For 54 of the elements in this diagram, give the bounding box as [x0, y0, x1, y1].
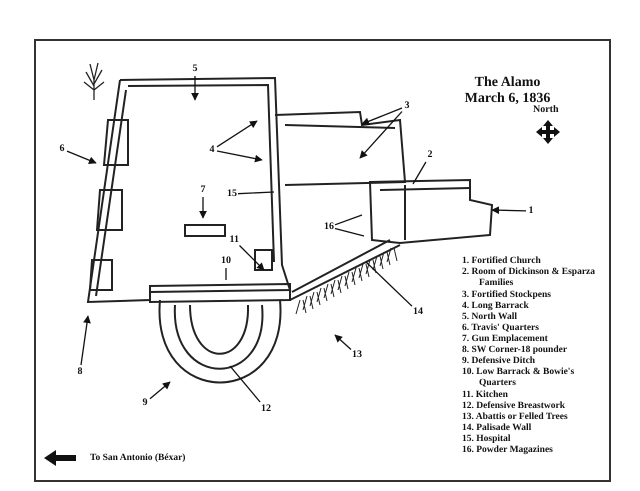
leader-line — [150, 382, 171, 400]
callout-number: 7 — [199, 184, 207, 196]
key-entry: 14. Palisade Wall — [462, 423, 532, 434]
callout-number: 14 — [413, 306, 423, 318]
key-entry: 11. Kitchen — [462, 390, 509, 401]
leader-line — [216, 120, 258, 148]
key-entry: 4. Long Barrack — [462, 301, 530, 312]
callout-number: 8 — [76, 366, 84, 378]
callout-number: 9 — [141, 397, 149, 409]
leader-line — [361, 107, 402, 126]
callout-number: 11 — [230, 234, 239, 246]
compass-label: North — [533, 104, 559, 115]
callout-number: 5 — [191, 63, 199, 75]
key-entry: 1. Fortified Church — [462, 256, 542, 267]
direction-label: To San Antonio (Béxar) — [90, 453, 186, 463]
leader-line — [230, 366, 261, 402]
leader-line — [239, 245, 265, 271]
leader-line — [216, 150, 263, 162]
leader-line — [199, 197, 207, 219]
leader-line — [334, 228, 364, 237]
leader-line — [334, 214, 362, 226]
callout-number: 10 — [221, 255, 231, 267]
key-entry: 5. North Wall — [462, 312, 518, 324]
key-entry: 7. Gun Emplacement — [462, 334, 549, 345]
leader-line — [412, 162, 426, 184]
key-entry: 16. Powder Magazines — [462, 445, 554, 456]
key-entry: 6. Travis' Quarters — [462, 323, 540, 334]
callout-number: 6 — [58, 143, 66, 155]
key-entry: 15. Hospital — [462, 434, 512, 445]
key-entry: 3. Fortified Stockpens — [462, 290, 552, 301]
callout-number: 12 — [261, 403, 271, 415]
callout-number: 2 — [426, 149, 434, 161]
leader-line — [191, 76, 199, 101]
leader-line — [334, 334, 352, 350]
key-entry: 10. Low Barrack & Bowie's Quarters — [462, 367, 576, 390]
key-entry: 2. Room of Dickinson & Esparza Families — [462, 267, 596, 290]
leader-line — [359, 111, 402, 159]
callout-number: 15 — [227, 188, 237, 200]
callout-number: 1 — [527, 205, 535, 217]
callout-number: 16 — [324, 221, 334, 233]
leader-line — [80, 315, 91, 366]
callout-number: 3 — [403, 100, 411, 112]
map-title: The Alamo March 6, 1836 — [464, 75, 550, 106]
leader-line — [66, 150, 97, 164]
key-entry: 13. Abattis or Felled Trees — [462, 412, 569, 423]
leader-line — [491, 206, 526, 214]
leader-line — [366, 262, 412, 307]
callout-number: 4 — [208, 144, 216, 156]
leader-line — [225, 268, 227, 280]
leader-line — [238, 191, 274, 194]
key-entry: 8. SW Corner-18 pounder — [462, 345, 568, 356]
key-entry: 12. Defensive Breastwork — [462, 401, 566, 412]
callout-number: 13 — [352, 349, 362, 361]
key-entry: 9. Defensive Ditch — [462, 356, 536, 367]
